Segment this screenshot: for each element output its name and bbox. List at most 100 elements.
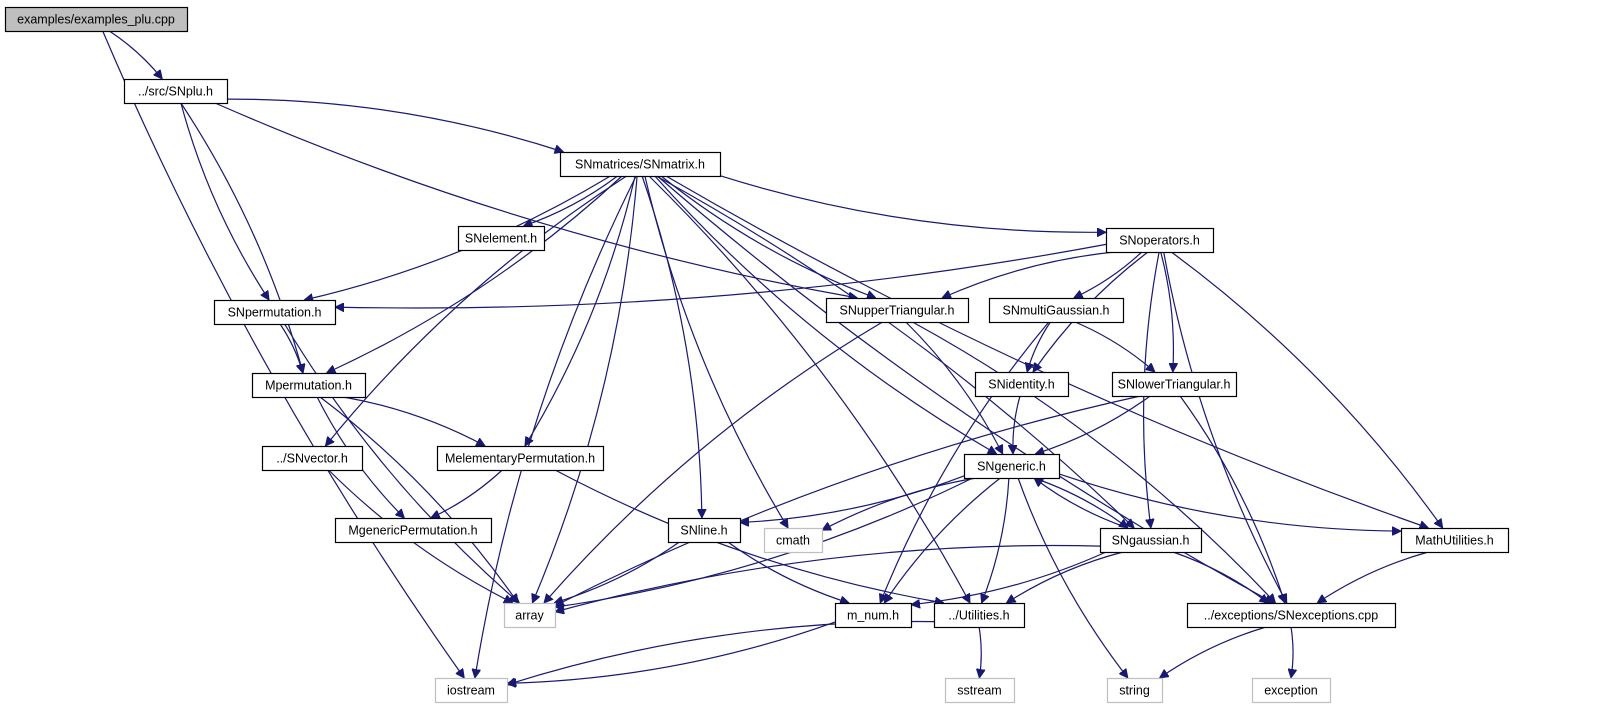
node-box xyxy=(1186,602,1397,629)
node-utilities[interactable]: ../Utilities.h xyxy=(933,602,1026,629)
node-label: MathUtilities.h xyxy=(1415,534,1494,548)
node-box xyxy=(933,602,1026,629)
edge-mnum-to-iostream xyxy=(507,621,836,683)
edge-utilities-to-iostream xyxy=(507,620,935,685)
node-box xyxy=(334,517,493,544)
node-label: SNoperators.h xyxy=(1119,234,1200,248)
node-snplu[interactable]: ../src/SNplu.h xyxy=(123,78,229,105)
edge-snoperators-to-mathutil xyxy=(1170,251,1442,528)
edge-sngeneric-to-array xyxy=(555,477,973,607)
edge-snexceptions-to-exception xyxy=(1291,626,1293,678)
edge-snplu-to-snmatrix xyxy=(226,98,564,152)
edges-layer xyxy=(102,30,1443,685)
node-snvector[interactable]: ../SNvector.h xyxy=(261,445,364,472)
edge-sngeneric-to-sngaussian xyxy=(1033,477,1128,528)
node-label: ../exceptions/SNexceptions.cpp xyxy=(1204,609,1378,623)
edge-snmultigauss-to-snlowertri xyxy=(1074,321,1155,372)
edge-snplu-to-snuppertri xyxy=(214,102,858,298)
node-label: ../src/SNplu.h xyxy=(138,85,213,99)
edge-sngeneric-to-cmath xyxy=(822,477,977,531)
node-cmath: cmath xyxy=(763,527,824,554)
node-label: SNmultiGaussian.h xyxy=(1003,304,1110,318)
node-mathutil[interactable]: MathUtilities.h xyxy=(1400,527,1510,554)
node-label: ../Utilities.h xyxy=(948,609,1009,623)
node-box xyxy=(1099,527,1203,554)
node-label: exception xyxy=(1264,684,1318,698)
edge-sngeneric-to-mathutil xyxy=(1058,473,1401,531)
edge-snpermutation-to-mpermutation xyxy=(279,323,303,373)
edge-snmatrix-to-iostream xyxy=(475,175,637,678)
node-snoperators[interactable]: SNoperators.h xyxy=(1105,227,1215,254)
node-box xyxy=(667,517,742,544)
node-root[interactable]: examples/examples_plu.cpp xyxy=(4,6,189,33)
node-string: string xyxy=(1106,677,1164,704)
edge-mpermutation-to-array xyxy=(319,396,518,603)
node-snuppertri[interactable]: SNupperTriangular.h xyxy=(825,297,970,324)
edge-snmatrix-to-snvector xyxy=(325,175,627,446)
edge-snoperators-to-snmultigauss xyxy=(1074,251,1143,298)
edge-root-to-snplu xyxy=(108,30,162,79)
edge-sngeneric-to-string xyxy=(1017,477,1128,678)
node-sngeneric[interactable]: SNgeneric.h xyxy=(963,453,1061,480)
node-label: string xyxy=(1119,684,1150,698)
node-snlowertri[interactable]: SNlowerTriangular.h xyxy=(1111,371,1238,398)
edge-sngaussian-to-array xyxy=(555,544,1101,612)
node-snmultigauss[interactable]: SNmultiGaussian.h xyxy=(988,297,1125,324)
node-box xyxy=(4,6,189,33)
node-label: SNmatrices/SNmatrix.h xyxy=(575,158,705,172)
node-box xyxy=(1400,527,1510,554)
node-label: SNline.h xyxy=(680,524,727,538)
edge-snmatrix-to-snoperators xyxy=(719,175,1106,233)
edge-mathutil-to-snexceptions xyxy=(1317,551,1429,603)
node-melemperm[interactable]: MelementaryPermutation.h xyxy=(436,445,605,472)
node-box xyxy=(763,527,824,554)
edge-sngaussian-to-utilities xyxy=(1006,551,1124,603)
edge-snplu-to-snpermutation xyxy=(180,102,269,300)
node-label: SNlowerTriangular.h xyxy=(1118,378,1231,392)
node-label: MgenericPermutation.h xyxy=(348,524,477,538)
edge-snmatrix-to-array xyxy=(532,175,638,603)
node-snmatrix[interactable]: SNmatrices/SNmatrix.h xyxy=(559,151,722,178)
edge-snmatrix-to-snline xyxy=(641,175,702,518)
node-mnum[interactable]: m_num.h xyxy=(834,602,913,629)
edge-snmatrix-to-snpermutation xyxy=(304,175,611,300)
edge-snuppertri-to-snexceptions xyxy=(912,321,1276,603)
node-box xyxy=(1251,677,1332,704)
edge-snline-to-array xyxy=(554,541,680,603)
edge-snpermutation-to-array xyxy=(284,323,520,603)
node-box xyxy=(559,151,722,178)
node-label: SNidentity.h xyxy=(988,378,1055,392)
node-label: MelementaryPermutation.h xyxy=(445,452,595,466)
node-snexceptions[interactable]: ../exceptions/SNexceptions.cpp xyxy=(1186,602,1397,629)
edge-snmatrix-to-cmath xyxy=(644,175,788,528)
node-array: array xyxy=(503,602,557,629)
node-box xyxy=(825,297,970,324)
node-label: Mpermutation.h xyxy=(265,379,352,393)
edge-snoperators-to-snlowertri xyxy=(1160,251,1174,372)
node-snpermutation[interactable]: SNpermutation.h xyxy=(213,299,337,326)
node-snline[interactable]: SNline.h xyxy=(667,517,742,544)
node-label: array xyxy=(515,609,544,623)
node-snidentity[interactable]: SNidentity.h xyxy=(974,371,1070,398)
node-box xyxy=(261,445,364,472)
edge-utilities-to-sstream xyxy=(979,626,981,678)
node-sngaussian[interactable]: SNgaussian.h xyxy=(1099,527,1203,554)
edge-snvector-to-array xyxy=(328,469,513,604)
node-box xyxy=(834,602,913,629)
node-box xyxy=(436,445,605,472)
edge-mpermutation-to-melemperm xyxy=(343,396,485,447)
node-mgenperm[interactable]: MgenericPermutation.h xyxy=(334,517,493,544)
node-box xyxy=(457,225,546,252)
node-box xyxy=(963,453,1061,480)
node-label: SNgaussian.h xyxy=(1112,534,1190,548)
node-mpermutation[interactable]: Mpermutation.h xyxy=(251,372,367,399)
node-box xyxy=(213,299,337,326)
edge-snuppertri-to-sngeneric xyxy=(905,321,1004,454)
node-box xyxy=(974,371,1070,398)
nodes-layer: examples/examples_plu.cpp ../src/SNplu.hS… xyxy=(4,6,1510,704)
node-snelement[interactable]: SNelement.h xyxy=(457,225,546,252)
edge-sngeneric-to-utilities xyxy=(982,477,1010,603)
node-sstream: sstream xyxy=(944,677,1016,704)
node-label: SNupperTriangular.h xyxy=(840,304,955,318)
